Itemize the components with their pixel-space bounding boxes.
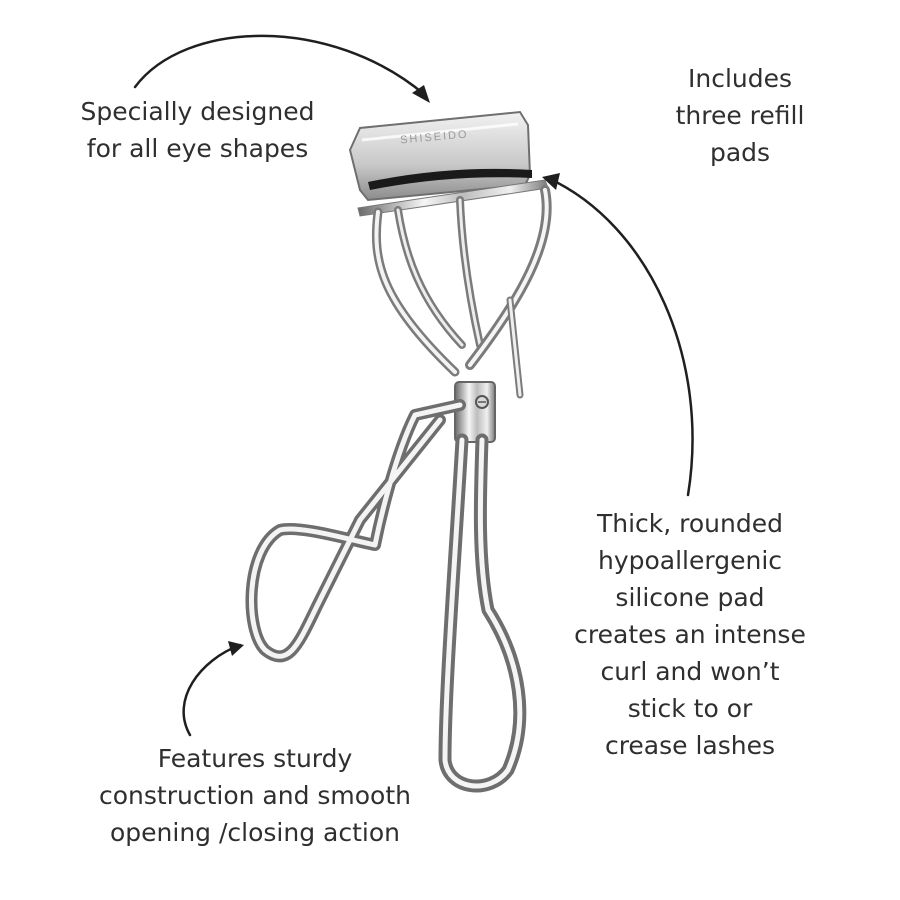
callout-line: silicone pad: [615, 583, 765, 612]
curler-head: SHISEIDO: [348, 110, 549, 217]
callout-line: three refill: [675, 101, 805, 130]
callout-line: construction and smooth: [98, 781, 411, 810]
left-handle: [245, 399, 466, 663]
callout-line: Thick, rounded: [596, 509, 783, 538]
callout-silicone-pad: Thick, rounded hypoallergenic silicone p…: [560, 505, 820, 764]
callout-line: for all eye shapes: [86, 134, 309, 163]
callout-line: Specially designed: [80, 97, 315, 126]
callout-refill-pads: Includes three refill pads: [650, 60, 830, 171]
silicone-pad: [368, 168, 532, 190]
callout-line: crease lashes: [604, 731, 776, 760]
callout-line: pads: [709, 138, 771, 167]
curler-frame-wires: [371, 185, 552, 399]
arrow-silicone-pad: [546, 176, 694, 497]
arrow-eye-shapes: [133, 34, 427, 97]
arrow-head-icon: [412, 85, 430, 103]
callout-line: opening /closing action: [110, 818, 400, 847]
arrow-head-icon: [542, 173, 560, 190]
callout-line: stick to or: [627, 694, 753, 723]
hinge: [454, 381, 496, 443]
right-handle: [438, 433, 527, 793]
callout-line: Includes: [687, 64, 793, 93]
callout-line: hypoallergenic: [597, 546, 783, 575]
arrow-head-icon: [228, 641, 244, 656]
callout-construction: Features sturdy construction and smooth …: [80, 740, 430, 851]
brand-engraving: SHISEIDO: [400, 129, 469, 147]
callout-line: Features sturdy: [157, 744, 353, 773]
callout-line: creates an intense: [574, 620, 806, 649]
callout-eye-shapes: Specially designed for all eye shapes: [60, 93, 335, 167]
callout-line: curl and won’t: [600, 657, 780, 686]
arrow-construction: [182, 643, 242, 737]
